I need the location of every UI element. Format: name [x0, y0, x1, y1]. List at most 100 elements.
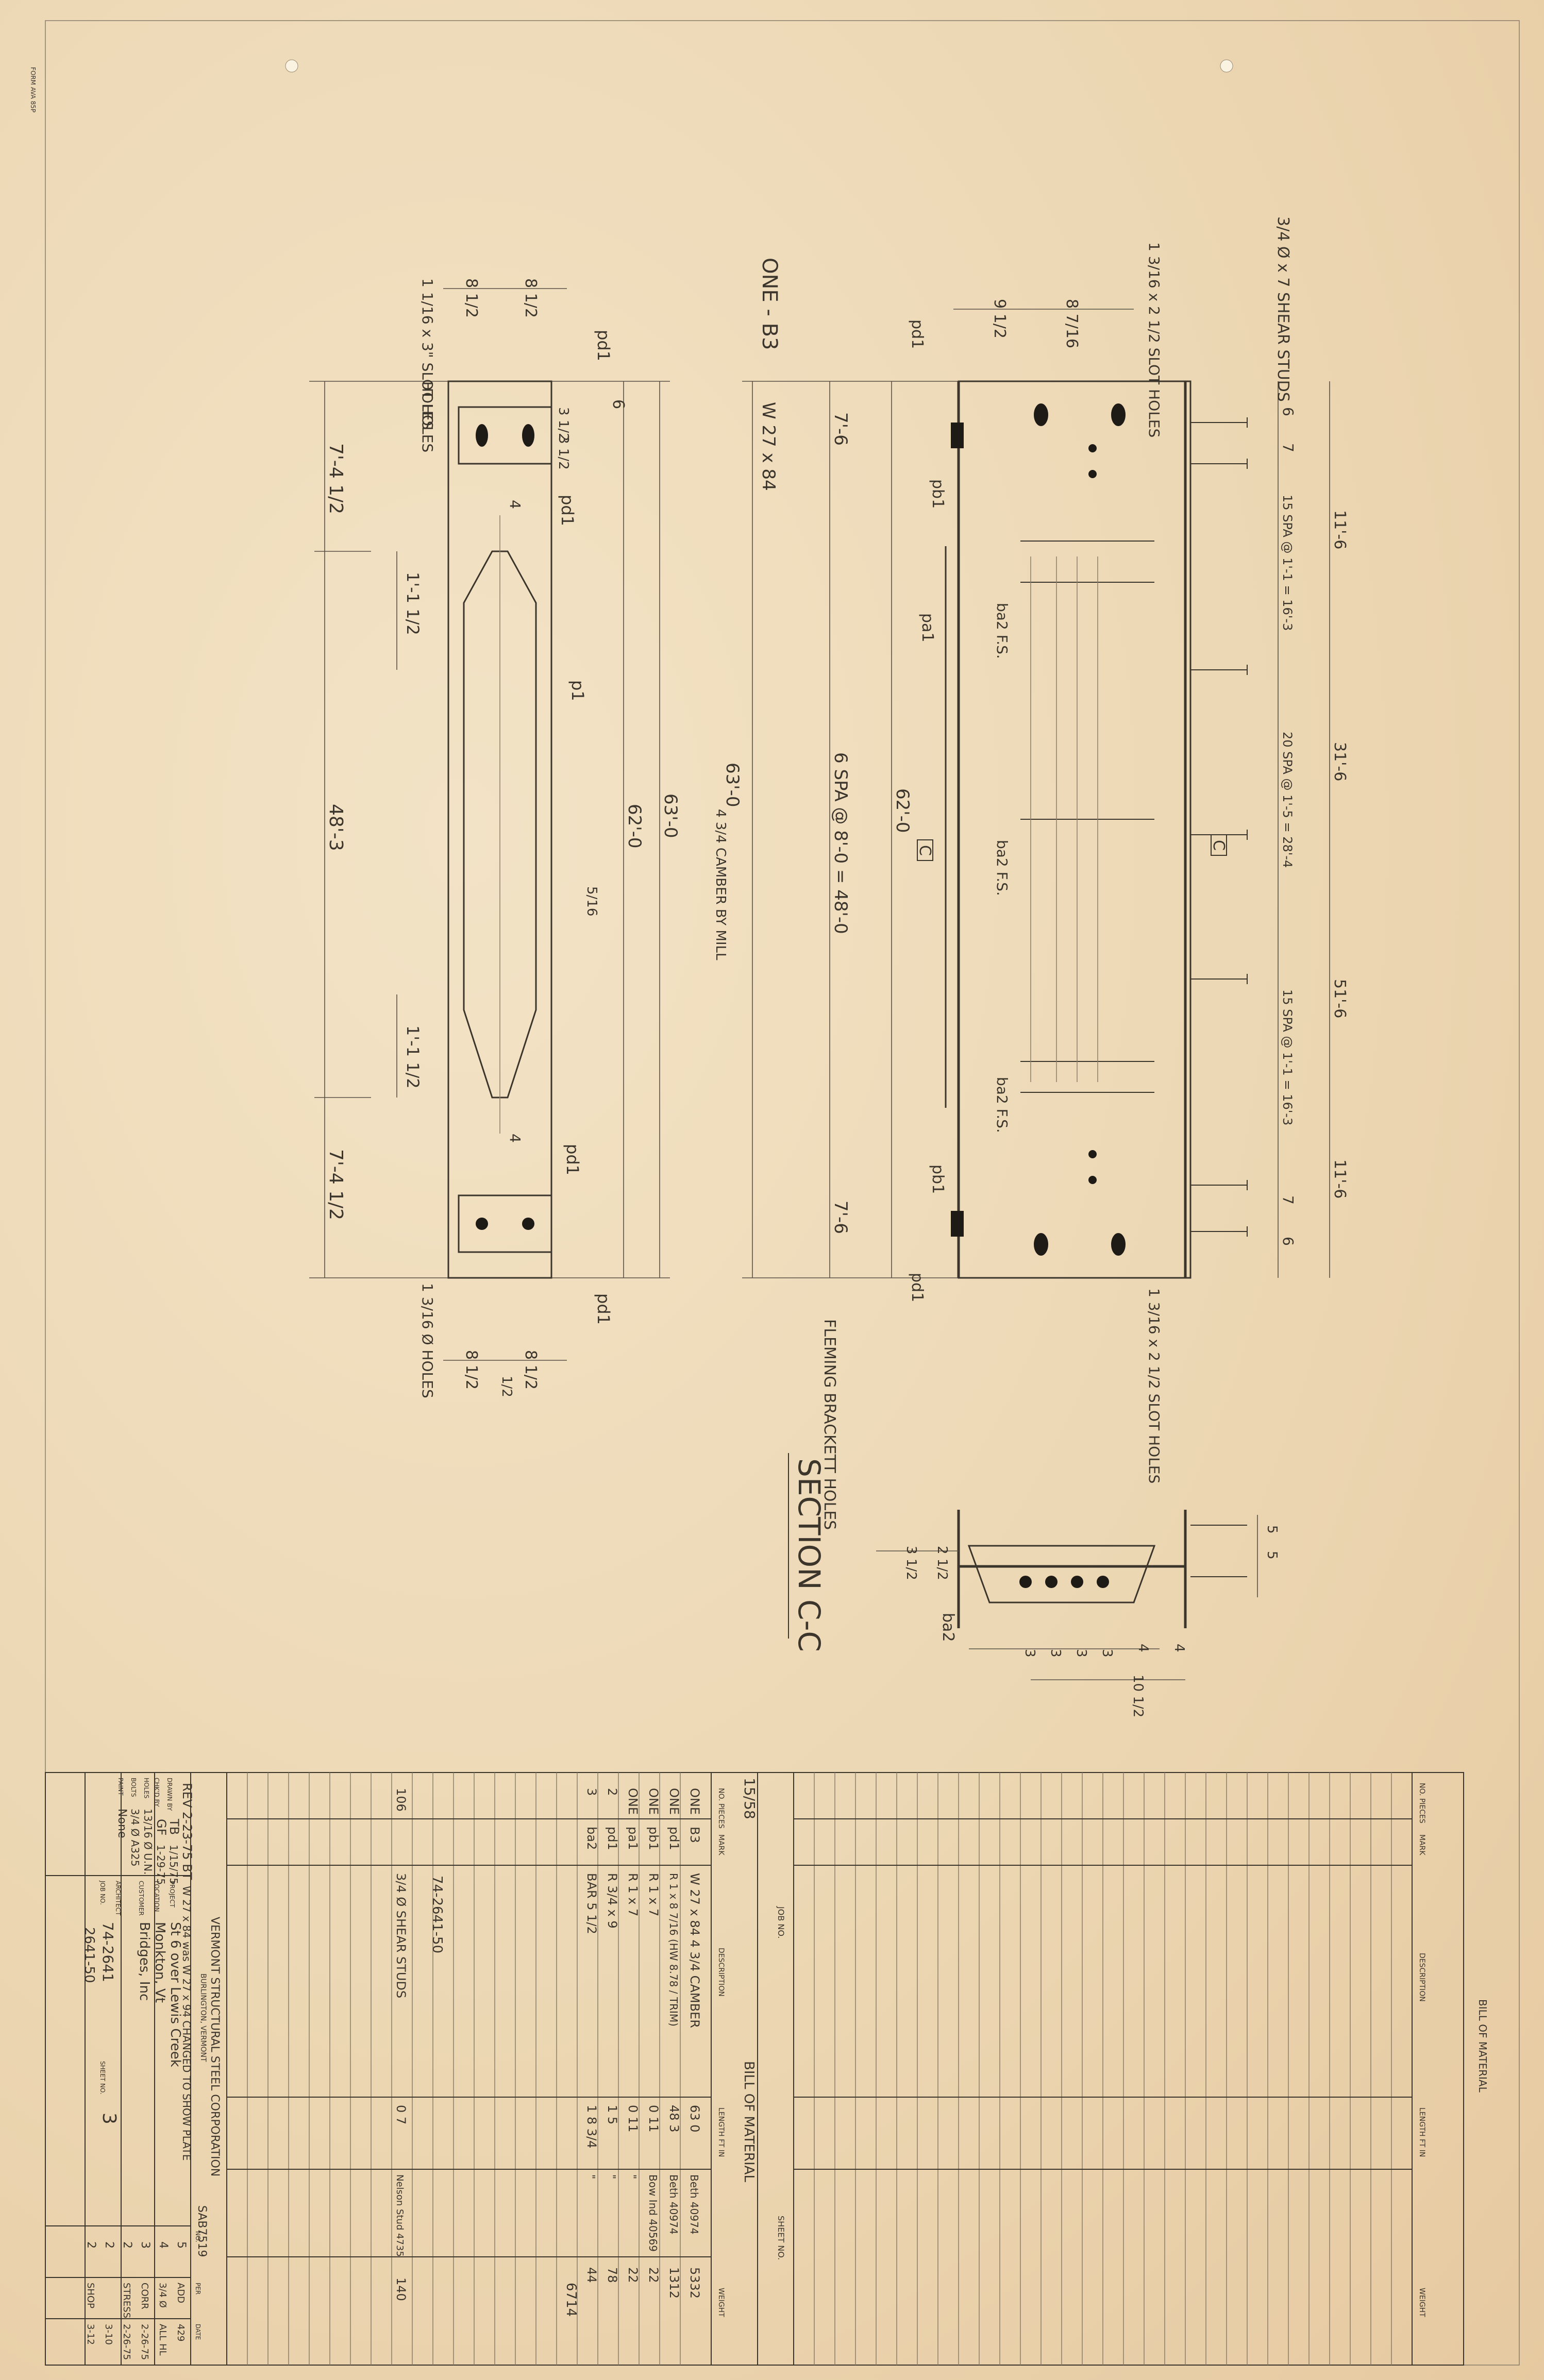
job-number: 74-2641 — [99, 1922, 116, 1982]
revision-row: 2 3-10 — [103, 2241, 115, 2345]
dim-text: 11'-6 — [1331, 1159, 1349, 1199]
dim-text: 7'-6 — [830, 1201, 851, 1234]
svg-text:4: 4 — [157, 2241, 170, 2249]
svg-text:3: 3 — [584, 1788, 599, 1796]
sheet-number: 3 — [98, 2113, 120, 2124]
mark-label: p1 — [568, 680, 588, 701]
sheet-no-label: SHEET NO. — [776, 2216, 786, 2260]
svg-text:1312: 1312 — [667, 2267, 681, 2299]
punch-hole — [1220, 59, 1233, 73]
customer: Bridges, Inc — [137, 1922, 152, 2001]
svg-text:2: 2 — [85, 2241, 97, 2249]
bom-row: ONE B3 W 27 x 84 4 3/4 CAMBER 63 0 Beth … — [687, 1788, 702, 2299]
mark-label: pa1 — [918, 613, 936, 643]
bom-row: ONE pb1 R 1 x 7 0 11 Bow Ind 40569 22 — [646, 1788, 661, 2283]
dim-text: 8 1/2 — [522, 1350, 540, 1390]
cover-plate — [463, 550, 537, 1099]
company-location: BURLINGTON, VERMONT — [199, 1973, 207, 2062]
svg-text:R 1 x 7: R 1 x 7 — [646, 1873, 661, 1916]
dim-text: 6 — [1280, 1237, 1297, 1246]
dim-text: 10 1/2 — [1130, 1675, 1146, 1717]
svg-text:R 1 x 7: R 1 x 7 — [626, 1873, 640, 1916]
beam-elevation-view: ONE - B3 W 27 x 84 63'-0 4 3/4 CAMBER BY… — [713, 216, 1349, 1530]
bom-row: 3 ba2 BAR 5 1/2 1 8 3/4 " 44 — [584, 1788, 599, 2283]
form-note: FORM AVA 85P — [29, 67, 37, 112]
section-marker: C — [916, 845, 934, 856]
dim-text: 62'-0 — [624, 804, 645, 849]
field-label: BOLTS — [130, 1778, 137, 1797]
field-label: LOCATION — [153, 1881, 160, 1912]
col-header: DESCRIPTION — [1418, 1953, 1426, 2002]
dim-text: 3 — [1099, 1649, 1115, 1658]
svg-text:STRESS: STRESS — [121, 2283, 132, 2318]
drawn-by: TB — [167, 1818, 181, 1835]
dim-text: 5 — [1264, 1551, 1280, 1560]
svg-text:140: 140 — [394, 2277, 408, 2301]
svg-text:0 11: 0 11 — [646, 2105, 661, 2132]
svg-text:Beth 40974: Beth 40974 — [667, 2174, 680, 2235]
svg-text:3/4 Ø: 3/4 Ø — [157, 2283, 168, 2308]
field-label: ARCHITECT — [114, 1881, 122, 1916]
svg-text:BAR 5 1/2: BAR 5 1/2 — [584, 1873, 599, 1934]
svg-text:2: 2 — [605, 1788, 619, 1796]
svg-text:ONE: ONE — [646, 1788, 661, 1815]
svg-text:ONE: ONE — [626, 1788, 640, 1815]
revision-row: 2 STRESS 2-26-75 — [121, 2241, 133, 2360]
mark-label: pd1 — [594, 330, 613, 361]
dim-text: 31'-6 — [1331, 742, 1349, 781]
holes-spec: 13/16 Ø U.N. — [142, 1809, 154, 1875]
holes-label: 1 3/16 Ø HOLES — [419, 1283, 436, 1398]
bom-right: BILL OF MATERIAL NO. PIECES MARK DESCRIP… — [793, 1772, 1489, 2366]
dim-text: 51'-6 — [1331, 979, 1349, 1018]
dim-text: 48'-3 — [325, 804, 346, 851]
svg-text:1 5: 1 5 — [605, 2105, 619, 2124]
svg-text:W 27 x 84 4 3/4 CAMBER: W 27 x 84 4 3/4 CAMBER — [687, 1873, 702, 2028]
svg-text:5332: 5332 — [687, 2267, 702, 2299]
svg-text:2-26-75: 2-26-75 — [121, 2324, 132, 2360]
revision-row: 5 ADD 429 — [175, 2241, 188, 2341]
svg-text:44: 44 — [584, 2267, 599, 2283]
section-marker: C — [1210, 840, 1228, 851]
dim-text: 63'-0 — [722, 763, 743, 807]
svg-text:pd1: pd1 — [667, 1827, 681, 1850]
bolts-spec: 3/4 Ø A325 — [129, 1809, 141, 1867]
dim-text: 3 — [1073, 1649, 1089, 1658]
svg-text:22: 22 — [626, 2267, 640, 2283]
revision-row: 2 SHOP 3-12 — [85, 2241, 97, 2345]
mark-label: pb1 — [929, 479, 947, 509]
dim-text: 3 1/2 — [556, 435, 571, 470]
dim-text: 8 7/16 — [1063, 299, 1081, 348]
svg-text:pb1: pb1 — [646, 1827, 661, 1850]
bolt-hole — [476, 1218, 488, 1230]
bom-title: BILL OF MATERIAL — [741, 2061, 757, 2182]
col-header: DESCRIPTION — [717, 1948, 725, 1997]
dim-text: 9 1/2 — [991, 299, 1009, 339]
field-label: SHEET NO. — [99, 2061, 106, 2095]
svg-text:R 1 x 8 7/16 (HW 8.78 / TRIM): R 1 x 8 7/16 (HW 8.78 / TRIM) — [667, 1873, 680, 2027]
field-label: PAINT — [117, 1778, 124, 1796]
bom-title: BILL OF MATERIAL — [1476, 1999, 1489, 2093]
bom-subtotal: 6714 — [563, 2283, 579, 2317]
svg-text:SHOP: SHOP — [85, 2283, 96, 2308]
bolt-hole — [522, 1218, 534, 1230]
bom-row: 2 pd1 R 3/4 x 9 1 5 " 78 — [605, 1788, 619, 2283]
dim-text: 8 1/2 — [462, 1350, 480, 1390]
dim-text: 6 — [1280, 407, 1297, 416]
bom-row: ONE pd1 R 1 x 8 7/16 (HW 8.78 / TRIM) 48… — [667, 1788, 681, 2299]
beam-web — [958, 380, 1191, 1279]
dim-text: 7'-4 1/2 — [325, 1149, 346, 1220]
svg-text:78: 78 — [605, 2267, 619, 2283]
field-label: PER — [194, 2283, 202, 2294]
dim-text: 4 — [1171, 1644, 1187, 1652]
svg-text:ba2: ba2 — [584, 1827, 599, 1850]
sheet-border — [45, 20, 1520, 2366]
slot-label: 1 1/16 x 3" SLOT HOLES — [419, 278, 436, 452]
svg-text:2: 2 — [121, 2241, 133, 2249]
company-name: VERMONT STRUCTURAL STEEL CORPORATION — [208, 1917, 221, 2176]
svg-text:Nelson Stud 4735: Nelson Stud 4735 — [394, 2174, 405, 2257]
dim-text: 8 1/2 — [462, 278, 480, 318]
beam-size: W 27 x 84 — [758, 402, 779, 491]
checked-by: GF — [154, 1819, 169, 1835]
